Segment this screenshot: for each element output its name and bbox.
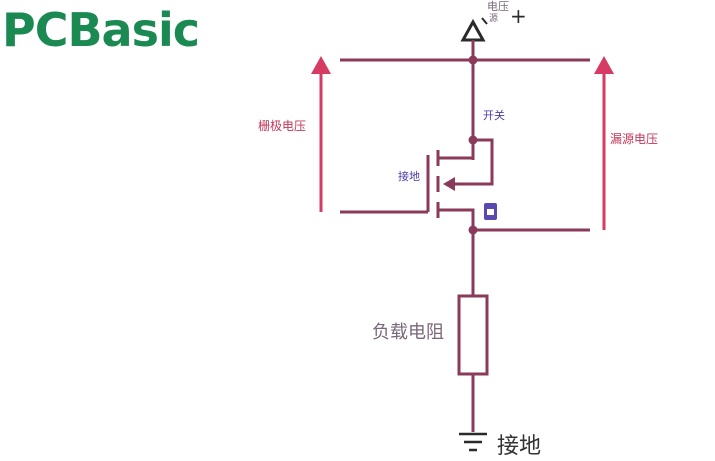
mosfet-icon bbox=[426, 138, 494, 230]
supply-icon bbox=[460, 17, 488, 60]
supply-plus-label: + bbox=[510, 4, 527, 28]
ground-label: 接地 bbox=[497, 434, 541, 459]
document-icon bbox=[484, 203, 497, 220]
drain-source-voltage-label: 漏源电压 bbox=[610, 132, 658, 146]
gate-voltage-arrow-icon bbox=[311, 56, 331, 212]
gate-terminal-label: 接地 bbox=[398, 170, 420, 183]
ground-symbol-icon bbox=[459, 432, 487, 452]
drain-source-voltage-arrow-icon bbox=[594, 56, 614, 230]
mosfet-arrow bbox=[443, 177, 455, 191]
load-resistor-label: 负载电阻 bbox=[372, 322, 444, 343]
supply-label: 电压 bbox=[487, 0, 509, 13]
resistor-icon bbox=[457, 294, 489, 376]
gate-voltage-label: 栅极电压 bbox=[258, 118, 306, 133]
logo-text: PCBasic bbox=[2, 3, 199, 57]
switch-label: 开关 bbox=[483, 108, 505, 122]
supply-sub-label: 源 bbox=[489, 13, 498, 24]
